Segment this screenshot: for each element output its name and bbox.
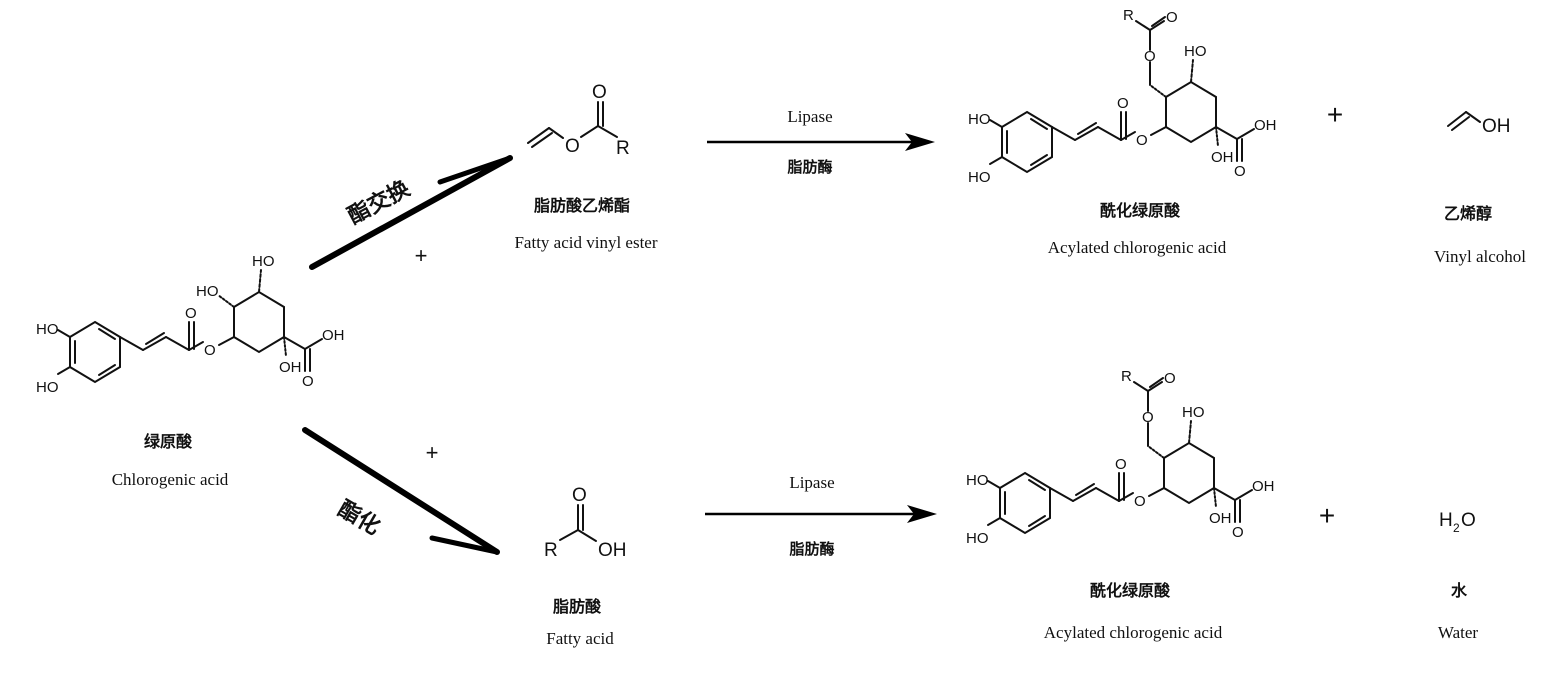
esterification-arrow [302, 427, 500, 555]
transesterification-label: 酯交换 [344, 175, 415, 229]
vinyl-ester-name-en: Fatty acid vinyl ester [514, 233, 657, 252]
bottom-catalyst-en: Lipase [789, 473, 834, 492]
atom-label: HO [36, 379, 59, 396]
chlorogenic-acid-name-cn: 绿原酸 [144, 432, 193, 451]
atom-label: O [1136, 132, 1148, 149]
top-catalyst-cn: 脂肪酶 [787, 158, 832, 176]
chlorogenic-acid-structure: HO HO O O HO HO OH OH O [36, 253, 345, 396]
atom-label: O [565, 136, 580, 157]
atom-label: R [544, 540, 558, 561]
atom-label: HO [196, 283, 219, 300]
atom-label: O [1232, 524, 1244, 541]
vinyl-ester-name-cn: 脂肪酸乙烯酯 [534, 196, 630, 215]
bottom-reaction-arrow [705, 505, 937, 523]
water-name-cn: 水 [1451, 581, 1468, 600]
atom-label: HO [968, 169, 991, 186]
fatty-acid-structure: R O OH [544, 485, 627, 561]
atom-label: R [1121, 368, 1132, 385]
atom-label: HO [968, 111, 991, 128]
atom-label: O [1164, 370, 1176, 387]
atom-label: HO [36, 321, 59, 338]
atom-label: O [1117, 95, 1129, 112]
vinyl-alcohol-name-en: Vinyl alcohol [1434, 247, 1526, 266]
top-reaction-arrow [707, 133, 935, 151]
atom-label: O [185, 305, 197, 322]
chlorogenic-acid-name-en: Chlorogenic acid [112, 470, 229, 489]
atom-label: OH [279, 359, 302, 376]
atom-label: O [1115, 456, 1127, 473]
atom-label: OH [1482, 116, 1511, 137]
atom-label: OH [1252, 478, 1275, 495]
atom-label: O [302, 373, 314, 390]
atom-label: HO [1182, 404, 1205, 421]
atom-label: HO [1184, 43, 1207, 60]
vinyl-alcohol-name-cn: 乙烯醇 [1444, 204, 1492, 223]
atom-label: OH [598, 540, 627, 561]
atom-label: O [1461, 510, 1476, 531]
acylated-chlorogenic-acid-structure-bottom: HO HO O O HO O O R OH OH O [966, 368, 1275, 547]
plus-sign: + [415, 243, 428, 268]
acylated-bottom-name-en: Acylated chlorogenic acid [1044, 623, 1223, 642]
atom-label: OH [1211, 149, 1234, 166]
plus-sign: + [1327, 99, 1343, 130]
atom-label: 2 [1453, 521, 1460, 535]
atom-label: OH [1209, 510, 1232, 527]
atom-label: HO [966, 530, 989, 547]
vinyl-alcohol-structure: OH [1447, 111, 1511, 137]
atom-label: OH [322, 327, 345, 344]
acylated-chlorogenic-acid-structure-top: HO HO O O HO O O R OH OH O [968, 7, 1277, 186]
atom-label: O [1142, 409, 1154, 426]
fatty-acid-name-en: Fatty acid [546, 629, 614, 648]
esterification-label: 酯化 [333, 496, 384, 541]
atom-label: HO [252, 253, 275, 270]
water-formula: H 2 O [1439, 510, 1476, 535]
atom-label: O [592, 82, 607, 103]
plus-sign: + [1319, 500, 1335, 531]
acylated-top-name-cn: 酰化绿原酸 [1100, 201, 1181, 220]
top-catalyst-en: Lipase [787, 107, 832, 126]
acylated-bottom-name-cn: 酰化绿原酸 [1090, 581, 1171, 600]
bottom-catalyst-cn: 脂肪酶 [789, 540, 834, 558]
atom-label: HO [966, 472, 989, 489]
atom-label: O [204, 342, 216, 359]
atom-label: O [1134, 493, 1146, 510]
atom-label: R [616, 138, 630, 159]
fatty-acid-name-cn: 脂肪酸 [553, 597, 602, 616]
atom-label: O [572, 485, 587, 506]
atom-label: O [1234, 163, 1246, 180]
water-name-en: Water [1438, 623, 1478, 642]
atom-label: O [1166, 9, 1178, 26]
atom-label: OH [1254, 117, 1277, 134]
acylated-top-name-en: Acylated chlorogenic acid [1048, 238, 1227, 257]
fatty-acid-vinyl-ester-structure: O O R [527, 82, 630, 159]
plus-sign: + [426, 440, 439, 465]
atom-label: R [1123, 7, 1134, 24]
transesterification-arrow [309, 155, 513, 270]
atom-label: O [1144, 48, 1156, 65]
atom-label: H [1439, 510, 1453, 531]
